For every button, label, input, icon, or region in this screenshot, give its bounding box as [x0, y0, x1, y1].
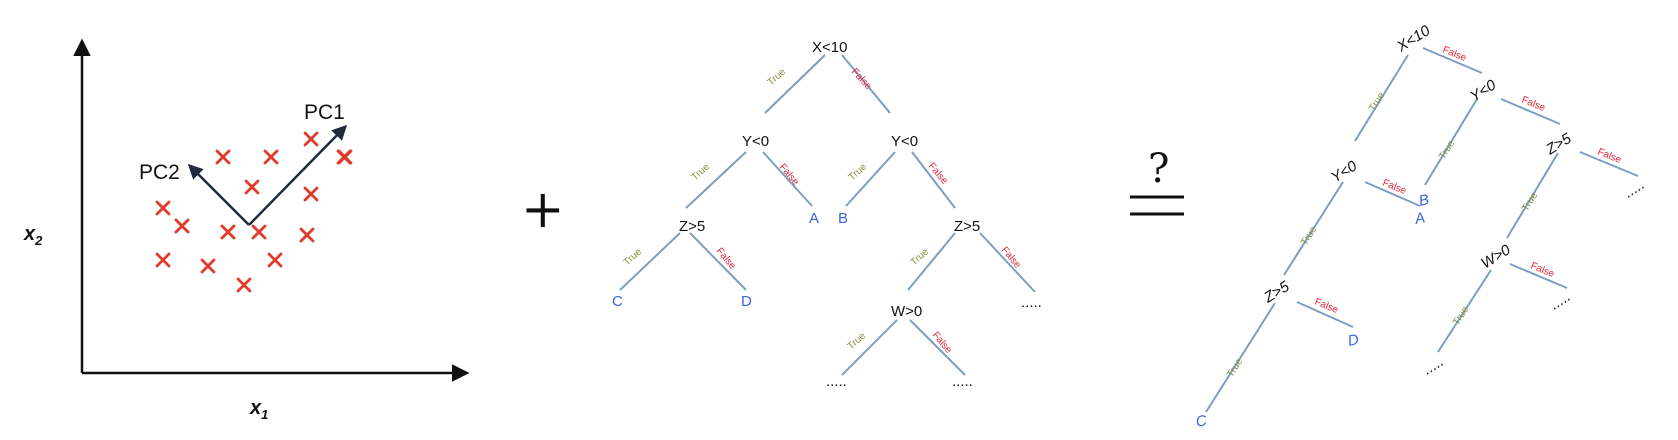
- edge-label-true: True: [622, 246, 645, 268]
- rotated-node-y-right: Y<0: [1467, 76, 1500, 105]
- rotated-edge-label-true: True: [1437, 138, 1457, 161]
- rotated-node-z-left: Z>5: [1260, 278, 1293, 307]
- rotated-edge: [1424, 98, 1478, 186]
- edge-label-true: True: [847, 161, 870, 183]
- rotated-edge-label-true: True: [1451, 304, 1471, 327]
- node-left-y: Y<0: [742, 133, 769, 150]
- rotated-node-z-right: Z>5: [1542, 130, 1575, 159]
- leaf-c: C: [612, 293, 623, 310]
- node-root: X<10: [812, 39, 847, 56]
- rotated-edge: [1296, 301, 1354, 328]
- data-point-marker: [200, 258, 216, 274]
- data-point-marker: [244, 179, 260, 195]
- pc1-arrow: [248, 124, 348, 226]
- data-point-marker: [303, 131, 319, 147]
- data-point-marker: [174, 218, 190, 234]
- tree-edge: [841, 319, 898, 376]
- pc2-label: PC2: [139, 161, 180, 184]
- rotated-edge: [1506, 152, 1559, 239]
- tree-edge: [685, 151, 747, 209]
- leaf-b: B: [838, 210, 848, 227]
- tree-edge: [845, 151, 896, 207]
- decision-tree: [619, 54, 1036, 376]
- plus-sign: +: [521, 180, 565, 240]
- node-right-y: Y<0: [891, 133, 918, 150]
- rotated-edge: [1364, 181, 1421, 207]
- data-point-marker: [215, 149, 231, 165]
- data-points: [155, 131, 353, 293]
- node-left-z: Z>5: [679, 218, 705, 235]
- edge-label-false: False: [777, 162, 801, 188]
- tree-edge-labels: True False True False True False True Fa…: [622, 66, 1023, 356]
- rotated-tree: [1205, 47, 1639, 413]
- leaf-a: A: [809, 210, 819, 227]
- data-point-marker: [303, 186, 319, 202]
- rotated-edge: [1579, 151, 1639, 177]
- data-point-marker: [220, 224, 236, 240]
- tree-nodes: X<10 Y<0 Y<0 Z>5 Z>5 W>0 A B C D ..... .…: [612, 39, 1042, 390]
- rotated-leaf-d: D: [1346, 331, 1360, 350]
- rotated-ellipsis-w-left: .....: [1420, 353, 1447, 378]
- rotated-edge-label-true: True: [1299, 224, 1319, 247]
- leaf-d: D: [741, 293, 752, 310]
- data-point-marker: [299, 227, 315, 243]
- rotated-leaf-a: A: [1412, 209, 1426, 228]
- tree-edge: [909, 319, 966, 376]
- rotated-tree-nodes: X<10 Y<0 Z>5 Y<0 Z>5 W>0 A B C D ..... .…: [1194, 22, 1647, 431]
- tree-edge: [907, 232, 956, 291]
- y-axis-label: x2: [23, 223, 43, 248]
- pca-panel: x2 x1 PC1 PC2: [23, 38, 470, 422]
- tree-edge: [979, 232, 1036, 293]
- data-point-marker: [267, 252, 283, 268]
- rotated-edge-label-false: False: [1520, 95, 1547, 115]
- ellipsis-w-right: .....: [952, 373, 973, 390]
- edge-label-true: True: [766, 66, 789, 88]
- rotated-edge-label-true: True: [1225, 356, 1245, 379]
- rotated-ellipsis-z: .....: [1621, 176, 1648, 201]
- rotated-edge-label-true: True: [1520, 190, 1540, 213]
- ellipsis-right-z: .....: [1021, 294, 1042, 311]
- rotated-node-w: W>0: [1478, 241, 1514, 272]
- tree-edge: [689, 232, 747, 291]
- pc1-label: PC1: [304, 101, 345, 124]
- tree-edge: [911, 151, 956, 209]
- question-mark: ?: [1148, 146, 1169, 192]
- rotated-edge: [1205, 302, 1276, 413]
- x-axis-label: x1: [249, 397, 268, 422]
- rotated-edge-label-false: False: [1313, 297, 1340, 317]
- tree-edge: [841, 54, 891, 114]
- tree-edge: [764, 54, 826, 114]
- tree-edge: [762, 151, 813, 207]
- edge-label-true: True: [690, 161, 713, 183]
- rotated-leaf-b: B: [1417, 191, 1430, 210]
- data-point-marker: [236, 277, 252, 293]
- data-point-marker: [251, 224, 267, 240]
- rotated-edge: [1509, 263, 1568, 289]
- rotated-edge: [1422, 47, 1483, 74]
- data-point-marker: [155, 200, 171, 216]
- rotated-leaf-c: C: [1194, 412, 1208, 431]
- rotated-edge: [1354, 54, 1409, 142]
- rotated-edge: [1437, 269, 1492, 353]
- rotated-node-y-left: Y<0: [1328, 157, 1361, 186]
- edge-label-true: True: [846, 330, 869, 352]
- rotated-ellipsis-w-right: .....: [1547, 288, 1574, 313]
- tree-edge: [619, 232, 681, 291]
- pc2-arrow: [187, 163, 250, 226]
- edge-label-false: False: [714, 246, 738, 272]
- rotated-edge: [1283, 181, 1344, 276]
- data-point-marker: [155, 252, 171, 268]
- data-point-marker: [263, 149, 279, 165]
- rotated-edge: [1500, 98, 1561, 125]
- ellipsis-w-left: .....: [826, 373, 847, 390]
- rotated-edge-labels: True False True False True False True Fa…: [1225, 45, 1623, 380]
- data-point-marker: [336, 149, 352, 165]
- node-right-z: Z>5: [954, 218, 980, 235]
- node-w: W>0: [891, 303, 922, 320]
